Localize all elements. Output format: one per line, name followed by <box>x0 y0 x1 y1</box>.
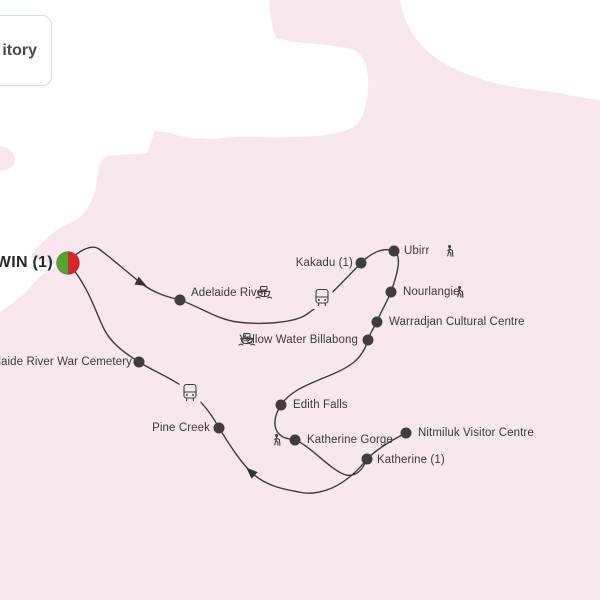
stop-label-yellow-water: Yellow Water Billabong <box>239 334 358 346</box>
stop-dot-nitmiluk <box>400 427 412 439</box>
hiker-icon <box>457 286 464 298</box>
darwin-marker-outline <box>56 251 80 275</box>
stop-dot-katherine <box>361 453 373 465</box>
stop-label-nitmiluk: Nitmiluk Visitor Centre <box>418 427 534 439</box>
land-promontory <box>0 146 15 171</box>
route-direction-arrow <box>246 467 258 479</box>
route-direction-arrow <box>134 276 147 287</box>
ferry-icon <box>238 332 256 346</box>
stop-label-adelaide-river: Adelaide River <box>191 287 268 299</box>
stop-dot-pine-creek <box>213 422 225 434</box>
stop-label-ubirr: Ubirr <box>404 245 430 257</box>
darwin-marker-green-half <box>56 251 68 275</box>
stop-label-katherine-gorge: Katherine Gorge <box>307 434 393 446</box>
region-label-box: itory <box>0 15 52 86</box>
stop-dot-katherine-gorge <box>289 434 301 446</box>
stop-label-war-cemetery: Adelaide River War Cemetery <box>0 356 132 368</box>
stop-dot-nourlangie <box>385 286 397 298</box>
darwin-marker-red-half <box>68 251 80 275</box>
stop-dot-ubirr <box>388 245 400 257</box>
stop-label-warradjan: Warradjan Cultural Centre <box>389 316 525 328</box>
stop-label-kakadu: Kakadu (1) <box>295 257 353 269</box>
region-label-text: itory <box>2 41 37 59</box>
hiker-icon <box>447 245 454 257</box>
bus-icon <box>311 286 333 309</box>
darwin-start-end-marker <box>56 251 80 275</box>
stop-dot-adelaide-river <box>174 294 186 306</box>
ferry-icon <box>255 285 273 299</box>
darwin-label: WIN (1) <box>0 254 53 271</box>
stop-dot-kakadu <box>355 257 367 269</box>
stop-dot-yellow-water <box>362 334 374 346</box>
stop-dot-warradjan <box>371 316 383 328</box>
stop-label-katherine: Katherine (1) <box>377 454 445 466</box>
hiker-icon <box>274 434 281 446</box>
bus-icon <box>179 381 201 404</box>
stop-label-nourlangie: Nourlangie <box>403 286 460 298</box>
stop-label-pine-creek: Pine Creek <box>152 422 210 434</box>
stop-dot-war-cemetery <box>133 356 145 368</box>
stop-label-edith-falls: Edith Falls <box>293 399 348 411</box>
stop-dot-edith-falls <box>275 399 287 411</box>
